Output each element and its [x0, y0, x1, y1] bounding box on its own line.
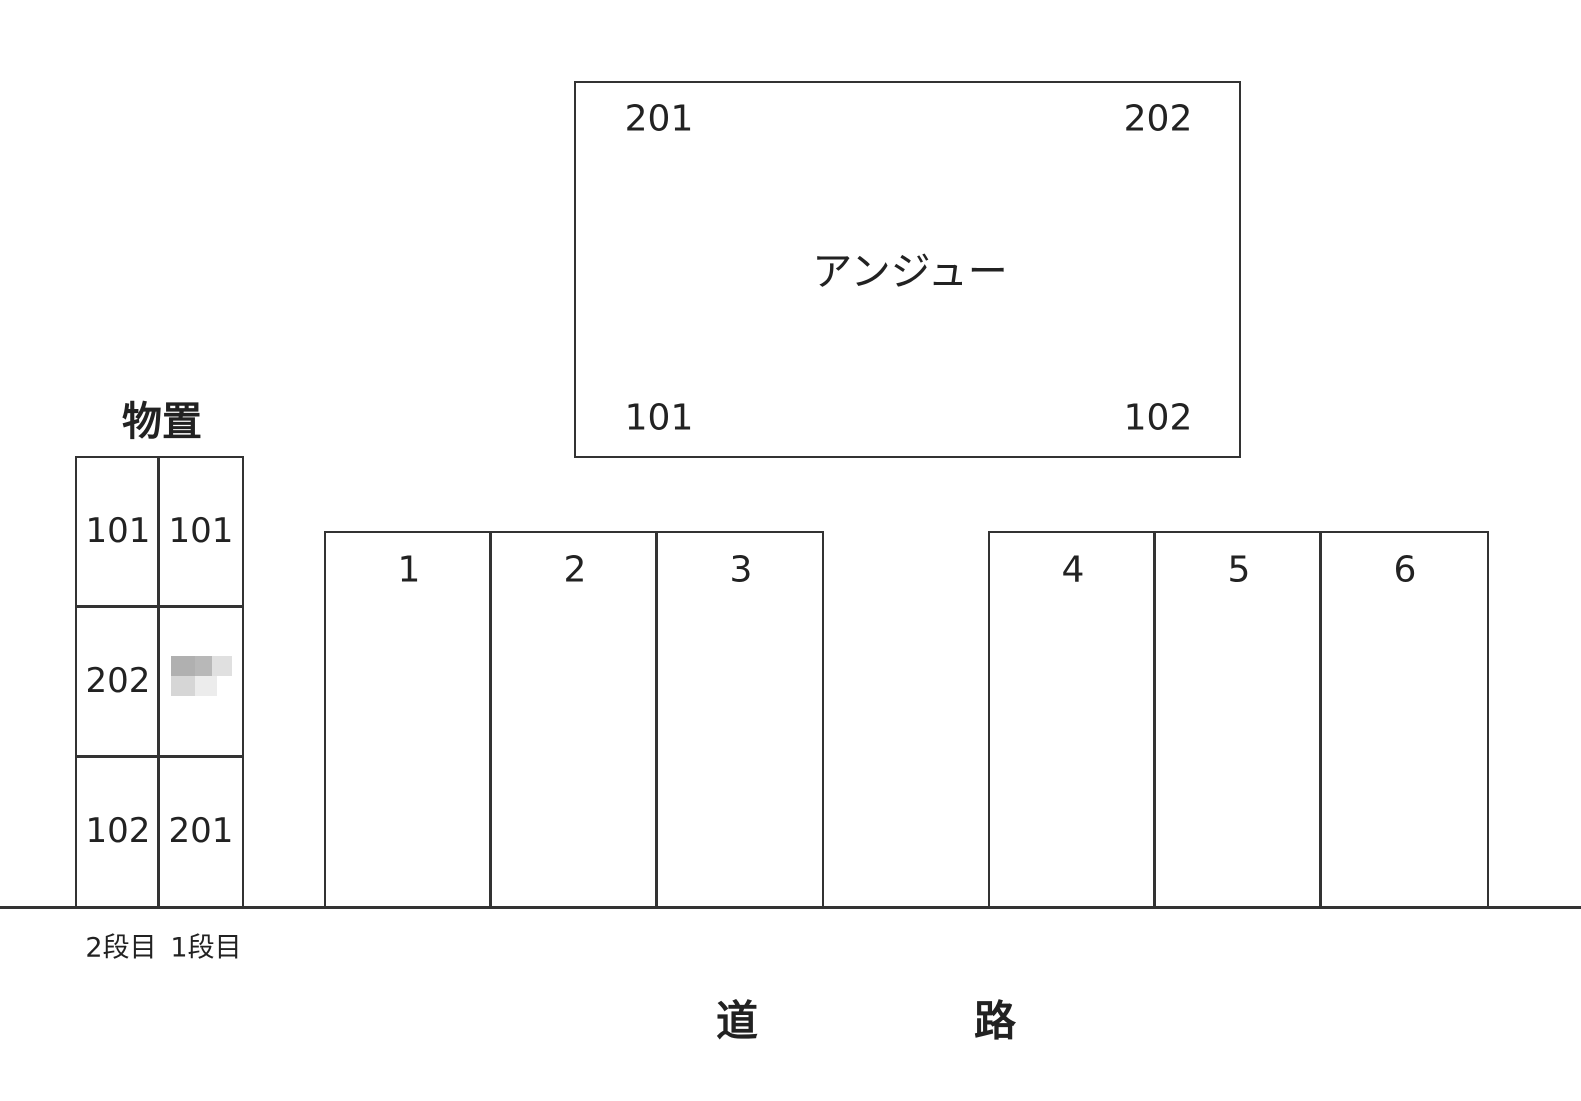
storage-cell: 201: [168, 811, 234, 851]
unit-201-label: 201: [624, 98, 694, 140]
storage-cell: 101: [168, 511, 234, 551]
unit-202-label: 202: [1123, 98, 1193, 140]
storage-row-divider: [75, 605, 244, 608]
parking-space-4: 4: [1061, 549, 1085, 591]
road-label-right: 路: [973, 996, 1017, 1046]
tier-label-1: 1段目: [170, 932, 242, 964]
road-label-left: 道: [715, 996, 759, 1046]
unit-101-label: 101: [624, 397, 694, 439]
building-outline: [574, 81, 1241, 458]
parking-space-6: 6: [1393, 549, 1417, 591]
parking-divider: [1153, 531, 1156, 908]
parking-space-1: 1: [397, 549, 421, 591]
parking-divider: [1319, 531, 1322, 908]
storage-cell: 202: [85, 661, 151, 701]
building-name: アンジュー: [812, 249, 1008, 295]
storage-column-divider: [157, 456, 160, 908]
road-edge-line: [0, 906, 1581, 909]
parking-space-3: 3: [729, 549, 753, 591]
storage-title: 物置: [122, 399, 202, 445]
parking-divider: [655, 531, 658, 908]
tier-label-2: 2段目: [85, 932, 157, 964]
storage-cell: 102: [85, 811, 151, 851]
redacted-cell: [171, 656, 232, 696]
unit-102-label: 102: [1123, 397, 1193, 439]
parking-space-5: 5: [1227, 549, 1251, 591]
parking-space-2: 2: [563, 549, 587, 591]
storage-cell: 101: [85, 511, 151, 551]
storage-row-divider: [75, 755, 244, 758]
parking-divider: [489, 531, 492, 908]
